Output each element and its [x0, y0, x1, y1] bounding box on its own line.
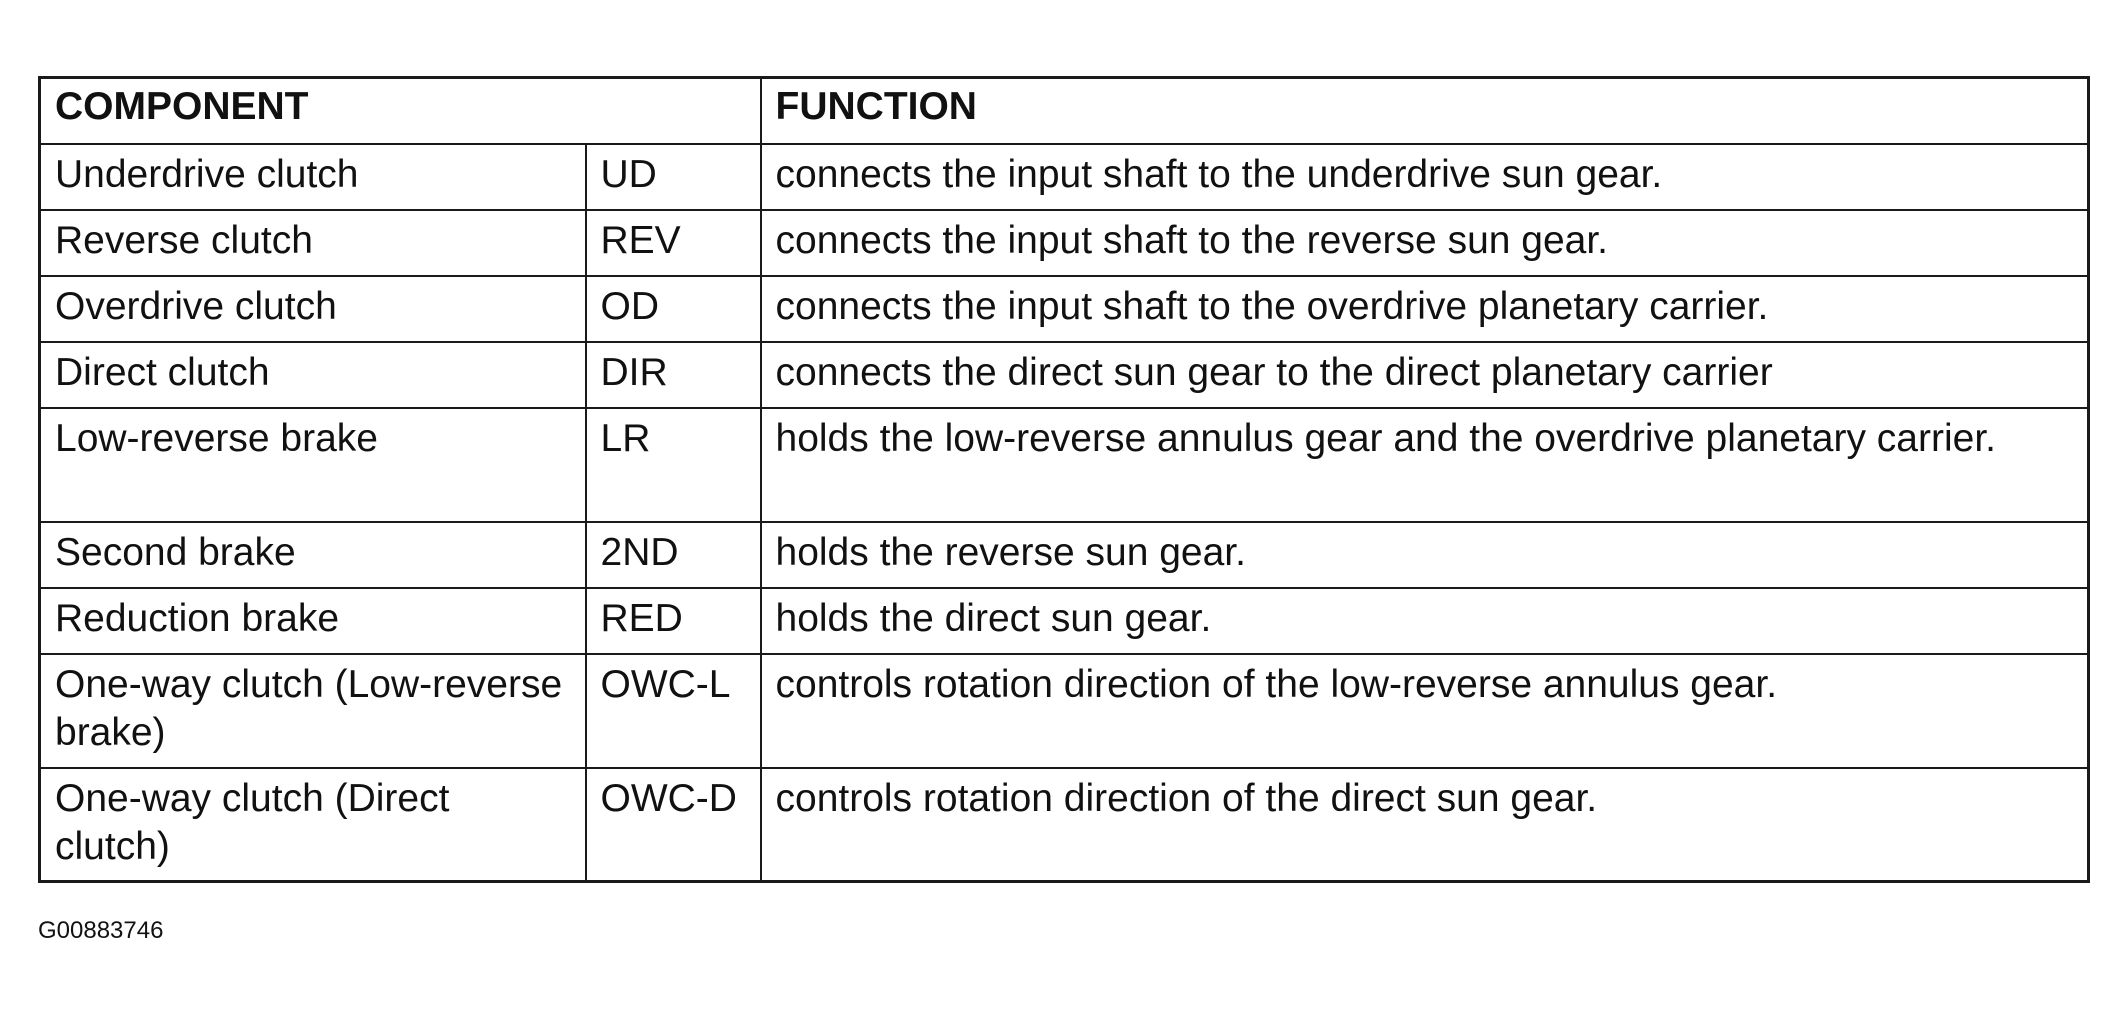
component-abbr: LR [584, 406, 762, 523]
component-name: Reverse clutch [38, 208, 587, 277]
component-abbr: REV [584, 208, 762, 277]
table-row: One-way clutch (Direct clutch) OWC-D con… [38, 766, 2090, 883]
component-function: holds the reverse sun gear. [759, 520, 2090, 589]
component-function: connects the direct sun gear to the dire… [759, 340, 2090, 409]
component-abbr: DIR [584, 340, 762, 409]
component-name: Overdrive clutch [38, 274, 587, 343]
component-name: One-way clutch (Direct clutch) [38, 766, 587, 883]
table-row: Second brake 2ND holds the reverse sun g… [38, 520, 2090, 589]
component-abbr: UD [584, 142, 762, 211]
component-name: Low-reverse brake [38, 406, 587, 523]
header-function: FUNCTION [759, 76, 2090, 145]
table-row: Overdrive clutch OD connects the input s… [38, 274, 2090, 343]
table-row: Reduction brake RED holds the direct sun… [38, 586, 2090, 655]
component-function-table: COMPONENT FUNCTION Underdrive clutch UD … [38, 76, 2090, 883]
table-row: Underdrive clutch UD connects the input … [38, 142, 2090, 211]
component-function: holds the low-reverse annulus gear and t… [759, 406, 2090, 523]
component-name: One-way clutch (Low-reverse brake) [38, 652, 587, 769]
table-row: Low-reverse brake LR holds the low-rever… [38, 406, 2090, 523]
component-function: holds the direct sun gear. [759, 586, 2090, 655]
table-row: One-way clutch (Low-reverse brake) OWC-L… [38, 652, 2090, 769]
component-function: controls rotation direction of the direc… [759, 766, 2090, 883]
component-abbr: OWC-D [584, 766, 762, 883]
table-row: Direct clutch DIR connects the direct su… [38, 340, 2090, 409]
component-function: connects the input shaft to the reverse … [759, 208, 2090, 277]
component-name: Direct clutch [38, 340, 587, 409]
header-component: COMPONENT [38, 76, 762, 145]
table-row: Reverse clutch REV connects the input sh… [38, 208, 2090, 277]
component-function: connects the input shaft to the underdri… [759, 142, 2090, 211]
component-name: Underdrive clutch [38, 142, 587, 211]
table-header-row: COMPONENT FUNCTION [38, 76, 2090, 145]
component-name: Second brake [38, 520, 587, 589]
component-abbr: RED [584, 586, 762, 655]
component-function: connects the input shaft to the overdriv… [759, 274, 2090, 343]
component-abbr: OD [584, 274, 762, 343]
component-abbr: OWC-L [584, 652, 762, 769]
figure-id-caption: G00883746 [38, 917, 164, 944]
component-abbr: 2ND [584, 520, 762, 589]
component-function: controls rotation direction of the low-r… [759, 652, 2090, 769]
component-name: Reduction brake [38, 586, 587, 655]
